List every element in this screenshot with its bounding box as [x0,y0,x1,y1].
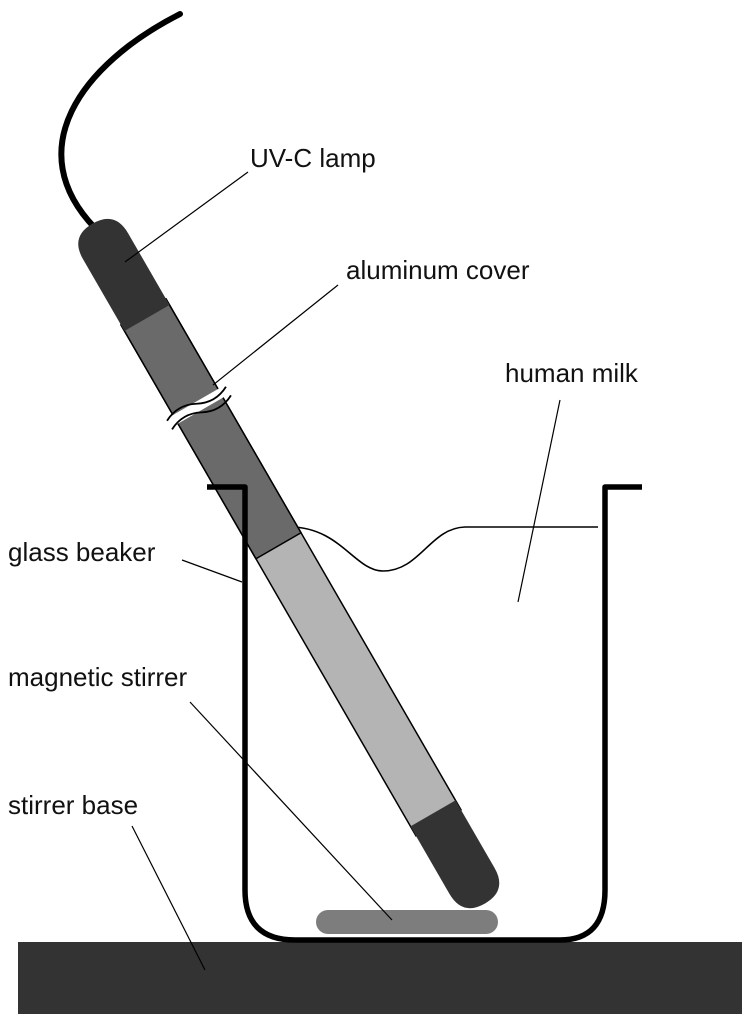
top-cap [78,218,170,332]
label-glass-beaker: glass beaker [8,537,156,567]
magnetic-stirrer-bar [316,910,498,934]
break-line-bottom [171,394,232,430]
leader-aluminum-cover [212,284,339,386]
glass-beaker [207,484,642,943]
stirrer-base [18,942,742,1014]
label-uv-lamp: UV-C lamp [250,143,376,173]
label-stirrer-base: stirrer base [8,790,138,820]
leader-glass-beaker [181,559,243,583]
label-aluminum-cover: aluminum cover [346,255,530,285]
bottom-cap [410,800,500,909]
label-human-milk: human milk [505,358,639,388]
aluminum-cover [119,297,303,560]
label-magnetic-stirrer: magnetic stirrer [8,662,187,692]
leader-human-milk [517,399,561,603]
leader-uv-lamp [124,171,249,263]
break-line-top [166,386,227,422]
leader-stirrer-base [131,825,206,971]
lamp-cable [58,11,183,231]
leader-magnetic-stirrer [189,701,393,921]
milk-surface [255,526,598,572]
uv-lamp [78,218,500,909]
break-gap [164,384,232,429]
